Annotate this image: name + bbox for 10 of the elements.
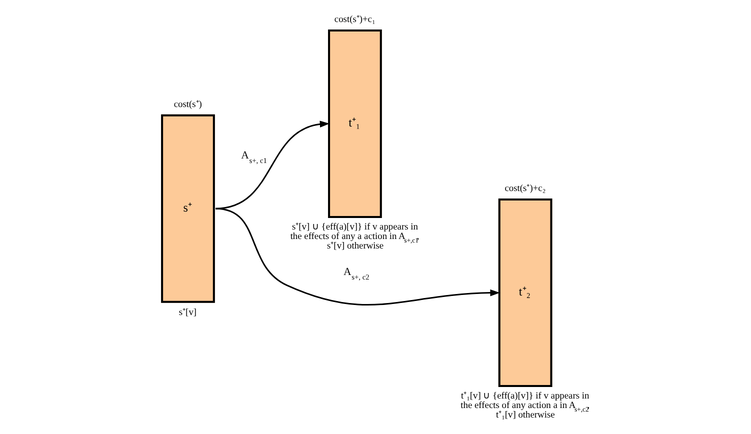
arrow	[216, 120, 330, 210]
node-label: cost(s⁺)+c₂	[504, 184, 546, 194]
edge-label: A$_{s+, c1}$	[241, 150, 267, 166]
edge-label: A$_{s+, c2}$	[344, 266, 370, 282]
node-label: t⁺₁[v] ∪ {eff(a)[v]} if v appears in the effects of any action a in A$_{s+,c2}$, t⁺₁[v] otherwise	[460, 392, 590, 420]
node-label: cost(s⁺)	[174, 100, 202, 110]
node-label: cost(s⁺)+c₁	[334, 15, 376, 26]
node-label: s⁺[v] ∪ {eff(a)[v]} if v appears in the effects of any a action in A$_{s+,c1}$, s⁺[v] otherwise	[290, 222, 420, 252]
arrow	[216, 208, 500, 306]
node-label: s⁺[v]	[178, 308, 197, 318]
